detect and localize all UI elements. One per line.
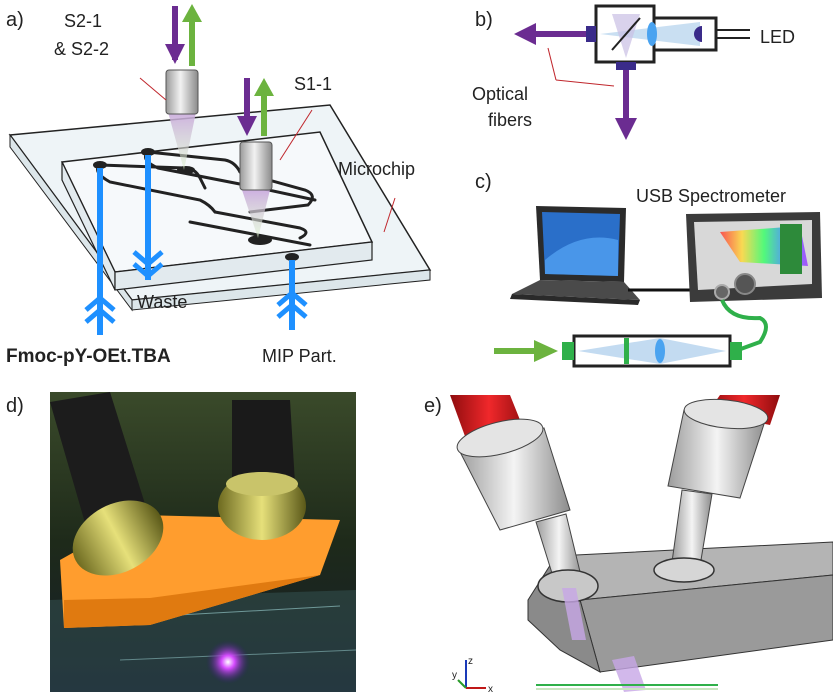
label-waste: Waste bbox=[137, 292, 187, 312]
label-fibers-1: Optical bbox=[472, 84, 528, 104]
callout-line-s2 bbox=[139, 77, 167, 101]
detection-spot-1 bbox=[177, 166, 195, 174]
label-left-inlet: Fmoc-pY-OEt.TBA bbox=[6, 346, 171, 367]
flow-cell-lens bbox=[655, 339, 665, 363]
label-right-inlet: MIP Part. bbox=[262, 346, 337, 366]
flow-cell-port-left bbox=[562, 342, 574, 360]
light-cone-s1 bbox=[242, 190, 270, 238]
housing-left-top bbox=[456, 418, 544, 458]
detection-spot-2 bbox=[248, 235, 272, 245]
emission-arrowhead-s1 bbox=[254, 78, 274, 96]
label-fibers-2: fibers bbox=[488, 110, 532, 130]
panel-e-letter: e) bbox=[424, 395, 442, 417]
flow-cell-port-right bbox=[730, 342, 742, 360]
led-dome bbox=[694, 26, 702, 42]
emission-arrowhead-s2 bbox=[182, 4, 202, 22]
fitting-right-top bbox=[226, 472, 298, 496]
fiber-port-bottom bbox=[616, 62, 636, 70]
nut-right bbox=[653, 557, 715, 583]
lens-b bbox=[647, 22, 657, 46]
excitation-arrowhead-s1 bbox=[237, 116, 257, 136]
spectrometer-device bbox=[686, 212, 822, 302]
flow-cell-filter bbox=[624, 338, 629, 364]
panel-c: c) USB Spectrometer bbox=[475, 171, 822, 368]
panel-d: d) bbox=[6, 392, 357, 692]
fluorescence-spot bbox=[206, 640, 250, 684]
axis-label-x: x bbox=[488, 684, 493, 695]
panel-a: a) bbox=[6, 4, 432, 367]
flow-cell-beam bbox=[578, 338, 726, 364]
axis-label-y: y bbox=[452, 670, 457, 681]
tube-arrowheads bbox=[84, 250, 308, 324]
orange-holder-face bbox=[64, 575, 320, 628]
panel-b: b) LED Optical fibers bbox=[472, 4, 795, 140]
label-s1-1: S1-1 bbox=[294, 74, 332, 94]
light-cone-s2 bbox=[168, 112, 196, 170]
objective-s2 bbox=[165, 69, 199, 115]
panel-b-letter: b) bbox=[475, 9, 493, 31]
excitation-arrowhead-s2 bbox=[165, 44, 185, 64]
inlet-port-left bbox=[93, 161, 107, 169]
microchip-side-front bbox=[114, 241, 373, 291]
panel-d-letter: d) bbox=[6, 395, 24, 417]
axis-triad: z y x bbox=[452, 656, 493, 695]
panel-e: e) z y x bbox=[424, 395, 833, 695]
callout-fibers bbox=[547, 47, 557, 81]
fiber-port-left bbox=[586, 26, 596, 42]
callout-fibers-2 bbox=[555, 79, 615, 87]
fiber-arrowhead-left bbox=[514, 23, 536, 45]
axis-label-z: z bbox=[468, 656, 473, 667]
label-s2-2: & S2-2 bbox=[54, 39, 109, 59]
label-s2-1: S2-1 bbox=[64, 11, 102, 31]
glass-slide-front bbox=[131, 269, 431, 311]
panel-c-letter: c) bbox=[475, 171, 492, 193]
green-fiber-cable bbox=[720, 299, 768, 352]
fiber-arrowhead-down bbox=[615, 118, 637, 140]
input-arrowhead bbox=[534, 340, 558, 362]
label-microchip: Microchip bbox=[338, 159, 415, 179]
panel-a-letter: a) bbox=[6, 9, 24, 31]
label-usb-spectrometer: USB Spectrometer bbox=[636, 186, 786, 206]
dichroic-mirror bbox=[611, 17, 641, 51]
laptop bbox=[510, 206, 640, 305]
objective-s1 bbox=[239, 141, 273, 191]
housing-right-top bbox=[683, 398, 769, 430]
inlet-port-middle bbox=[141, 148, 155, 156]
purple-beam-left bbox=[562, 588, 586, 640]
label-led: LED bbox=[760, 27, 795, 47]
callout-line-chip bbox=[383, 197, 396, 233]
exit-beam bbox=[612, 656, 646, 692]
outlet-port-right bbox=[285, 253, 299, 261]
fitting-left bbox=[72, 500, 164, 576]
callout-line-s1 bbox=[279, 109, 313, 161]
